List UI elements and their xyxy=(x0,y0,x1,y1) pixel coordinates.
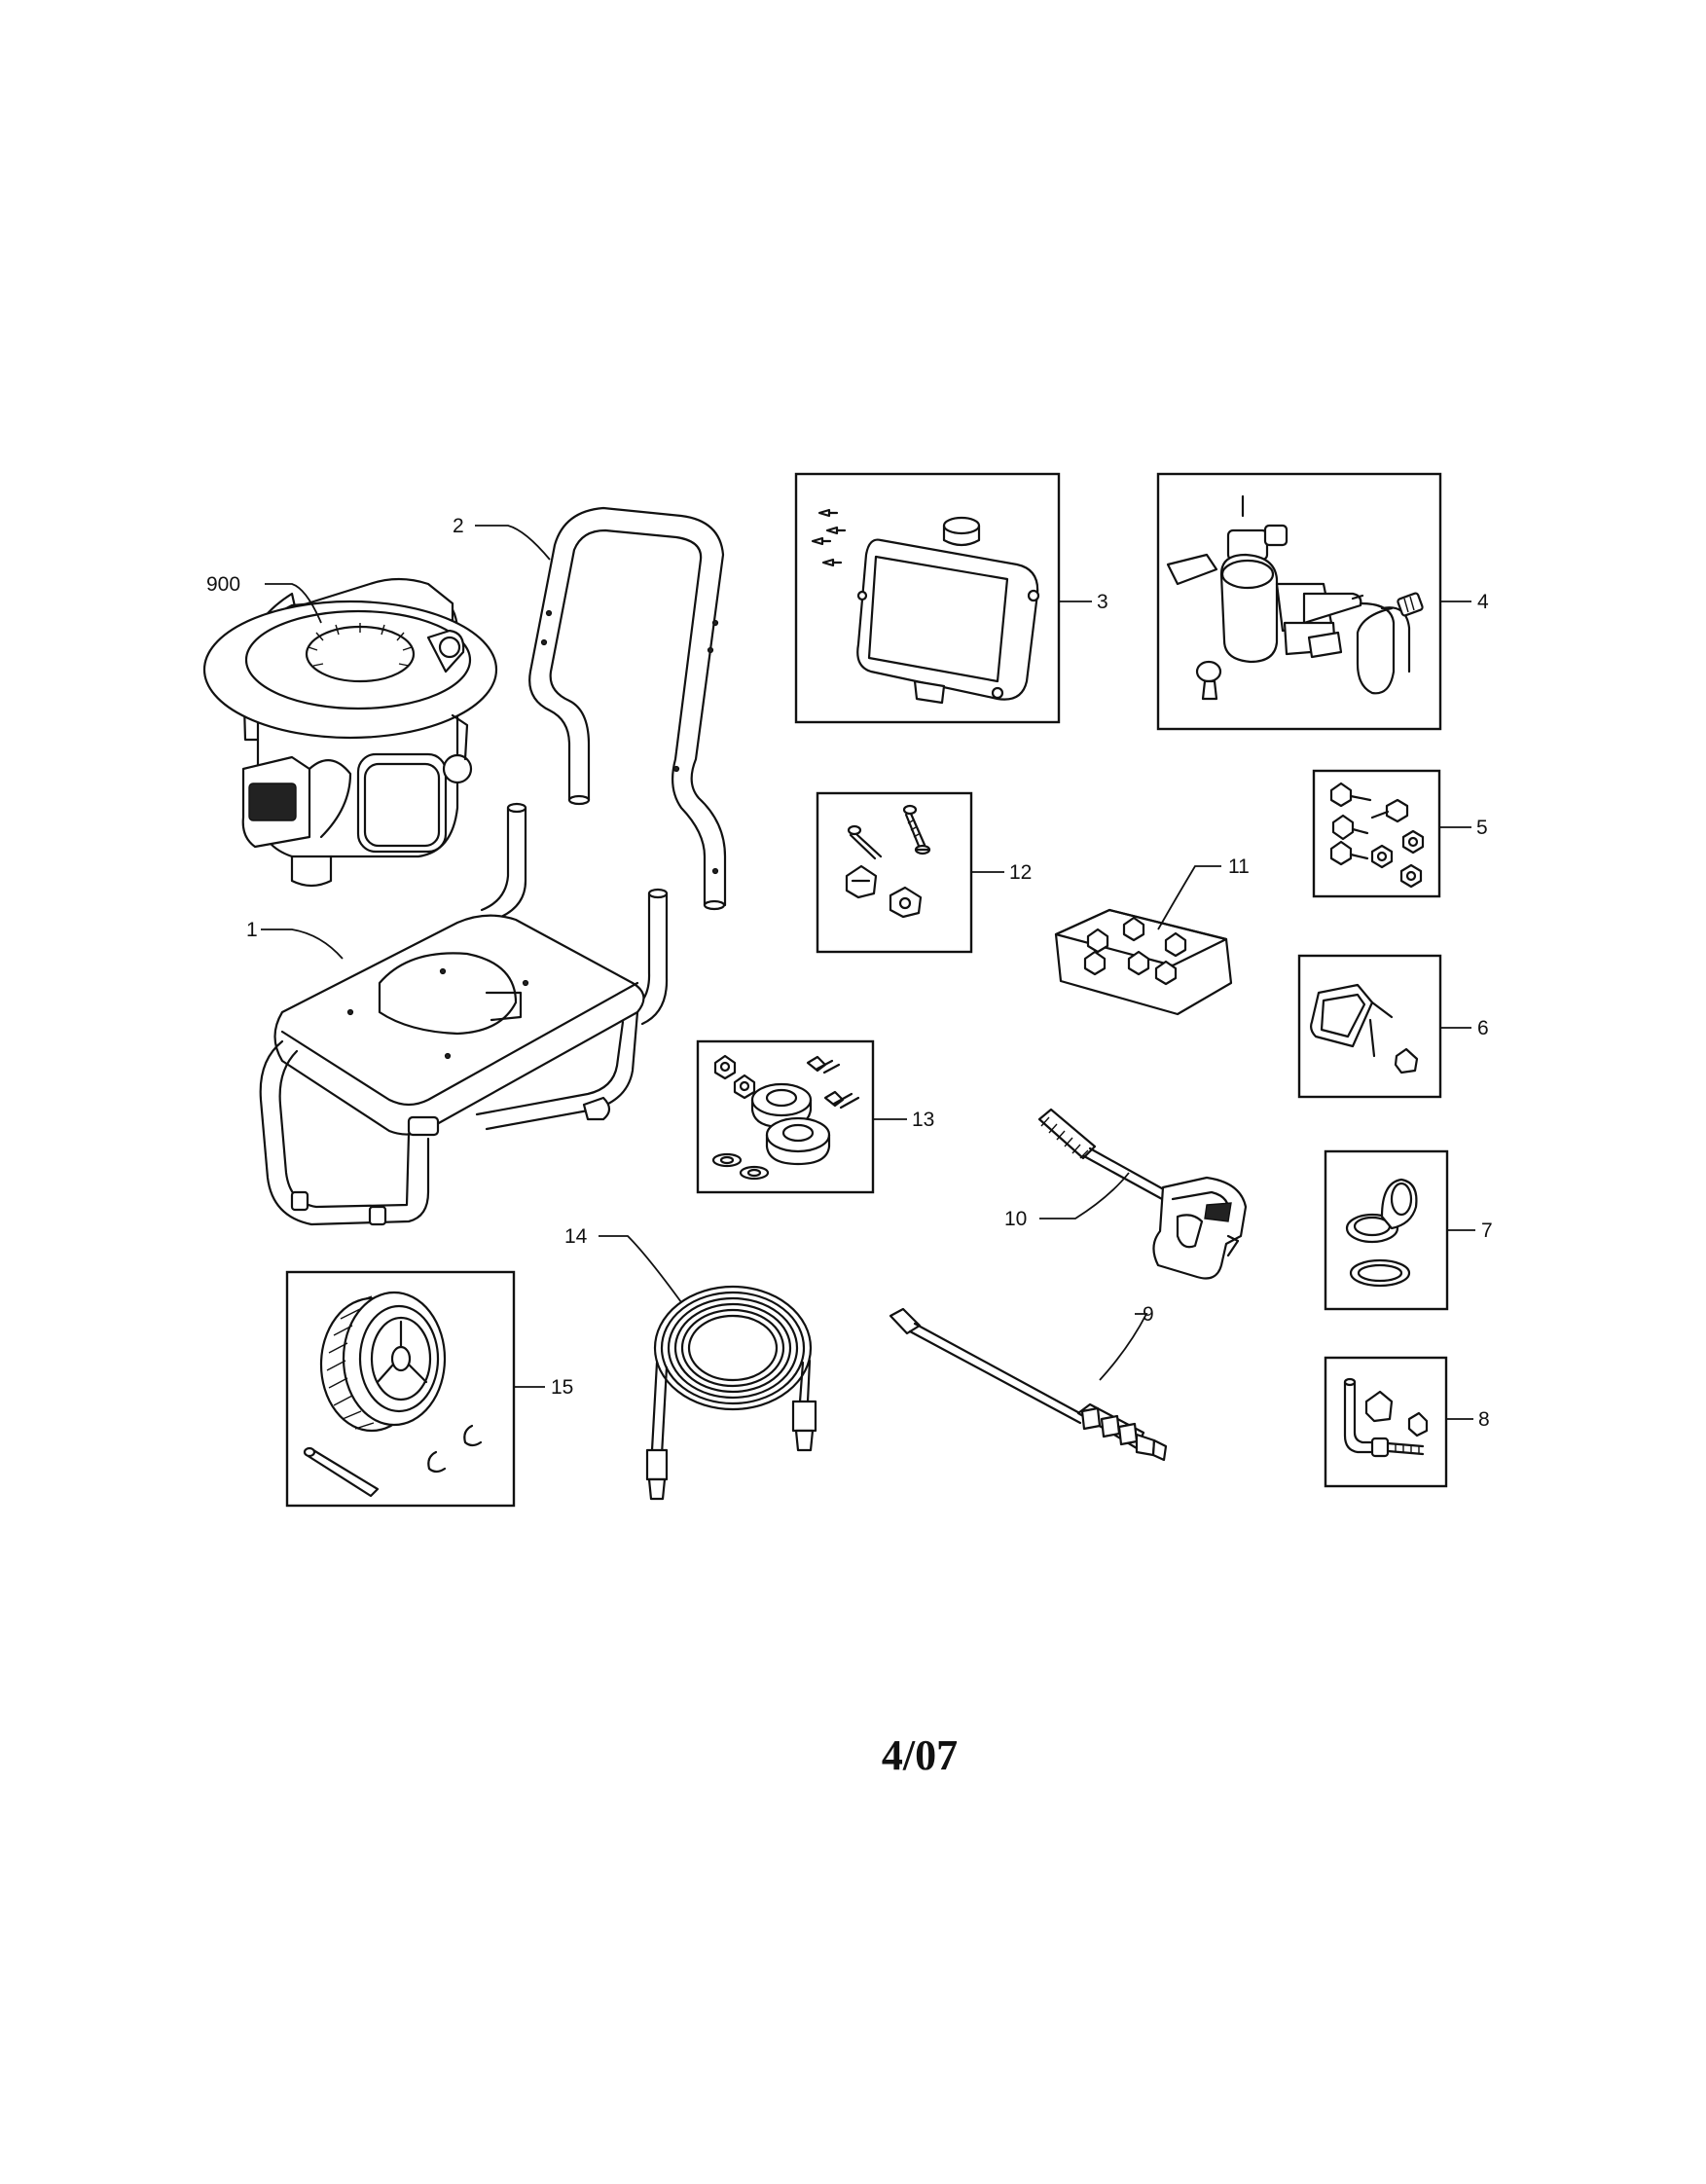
callout-2: 2 xyxy=(453,515,464,537)
bearings-part-13 xyxy=(711,1054,860,1181)
hose-part-14 xyxy=(645,1285,817,1501)
callout-4: 4 xyxy=(1477,591,1489,613)
callout-11: 11 xyxy=(1228,855,1250,878)
callout-6: 6 xyxy=(1477,1017,1489,1039)
callout-10: 10 xyxy=(1004,1208,1027,1230)
callout-900: 900 xyxy=(206,573,240,596)
callout-13: 13 xyxy=(912,1109,934,1131)
cap-part-7 xyxy=(1345,1178,1418,1288)
bolts-part-12 xyxy=(845,804,931,919)
frame-part-1 xyxy=(259,802,669,1226)
part-5-box xyxy=(1312,769,1441,898)
bracket-part-6 xyxy=(1310,983,1419,1074)
part-6-box xyxy=(1297,954,1442,1099)
date-code: 4/07 xyxy=(882,1731,958,1779)
wand-part-9 xyxy=(889,1307,1168,1462)
callout-7: 7 xyxy=(1481,1219,1493,1242)
callout-15: 15 xyxy=(551,1376,573,1399)
pump-part-4 xyxy=(1166,494,1424,701)
callout-8: 8 xyxy=(1478,1408,1490,1431)
callout-labels: 900 2 3 4 5 6 7 8 9 10 11 12 13 14 15 1 xyxy=(206,515,1493,1431)
radiator-part-3 xyxy=(811,508,1040,705)
handle-part-2 xyxy=(528,506,727,911)
callout-12: 12 xyxy=(1009,861,1032,884)
callout-9: 9 xyxy=(1143,1303,1154,1326)
callout-1: 1 xyxy=(246,919,258,941)
wheel-part-15 xyxy=(303,1291,483,1498)
part-12-box xyxy=(816,791,973,954)
callout-14: 14 xyxy=(564,1225,588,1248)
part-13-box xyxy=(696,1039,875,1194)
engine-part-900 xyxy=(202,577,498,888)
part-3-box xyxy=(794,472,1061,724)
callout-5: 5 xyxy=(1476,817,1488,839)
pin-part-8 xyxy=(1343,1377,1429,1458)
part-15-box xyxy=(285,1270,516,1508)
callout-3: 3 xyxy=(1097,591,1108,613)
gun-part-10 xyxy=(1037,1108,1248,1280)
part-8-box xyxy=(1324,1356,1448,1488)
leader-lines xyxy=(261,525,1475,1420)
bag-part-11 xyxy=(1054,908,1233,1016)
hardware-part-5 xyxy=(1329,782,1425,889)
